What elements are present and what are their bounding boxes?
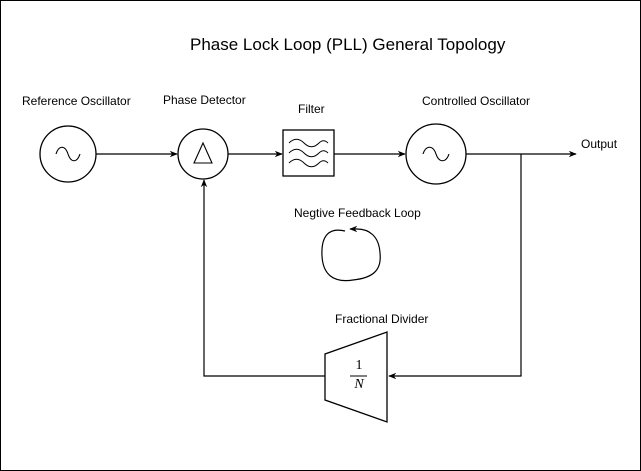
divider-to-detector-arrow bbox=[200, 179, 325, 377]
divider-numerator: 1 bbox=[355, 358, 363, 373]
filter-block bbox=[282, 129, 335, 177]
sine-wave-icon bbox=[55, 146, 81, 162]
signal-connections bbox=[96, 150, 577, 380]
feedback-loop-label: Negtive Feedback Loop bbox=[294, 206, 421, 220]
phase-detector-block bbox=[177, 128, 229, 180]
controlled-oscillator-block bbox=[405, 123, 467, 185]
sine-wave-icon bbox=[422, 146, 450, 162]
feedback-loop-icon bbox=[321, 225, 381, 282]
controlled-oscillator-label: Controlled Oscillator bbox=[422, 94, 531, 108]
divider-denominator: N bbox=[354, 377, 364, 392]
feedback-to-divider-arrow bbox=[388, 154, 522, 380]
reference-oscillator-block bbox=[39, 125, 97, 183]
triangle-icon bbox=[193, 141, 213, 164]
reference-oscillator-label: Reference Oscillator bbox=[22, 94, 131, 108]
output-label: Output bbox=[581, 137, 618, 151]
filter-label: Filter bbox=[298, 102, 325, 116]
diagram-title: Phase Lock Loop (PLL) General Topology bbox=[190, 35, 506, 54]
filter-wave-icon bbox=[288, 138, 329, 168]
fractional-divider-block bbox=[324, 331, 388, 423]
phase-detector-label: Phase Detector bbox=[163, 93, 246, 107]
fractional-divider-label: Fractional Divider bbox=[335, 312, 429, 326]
